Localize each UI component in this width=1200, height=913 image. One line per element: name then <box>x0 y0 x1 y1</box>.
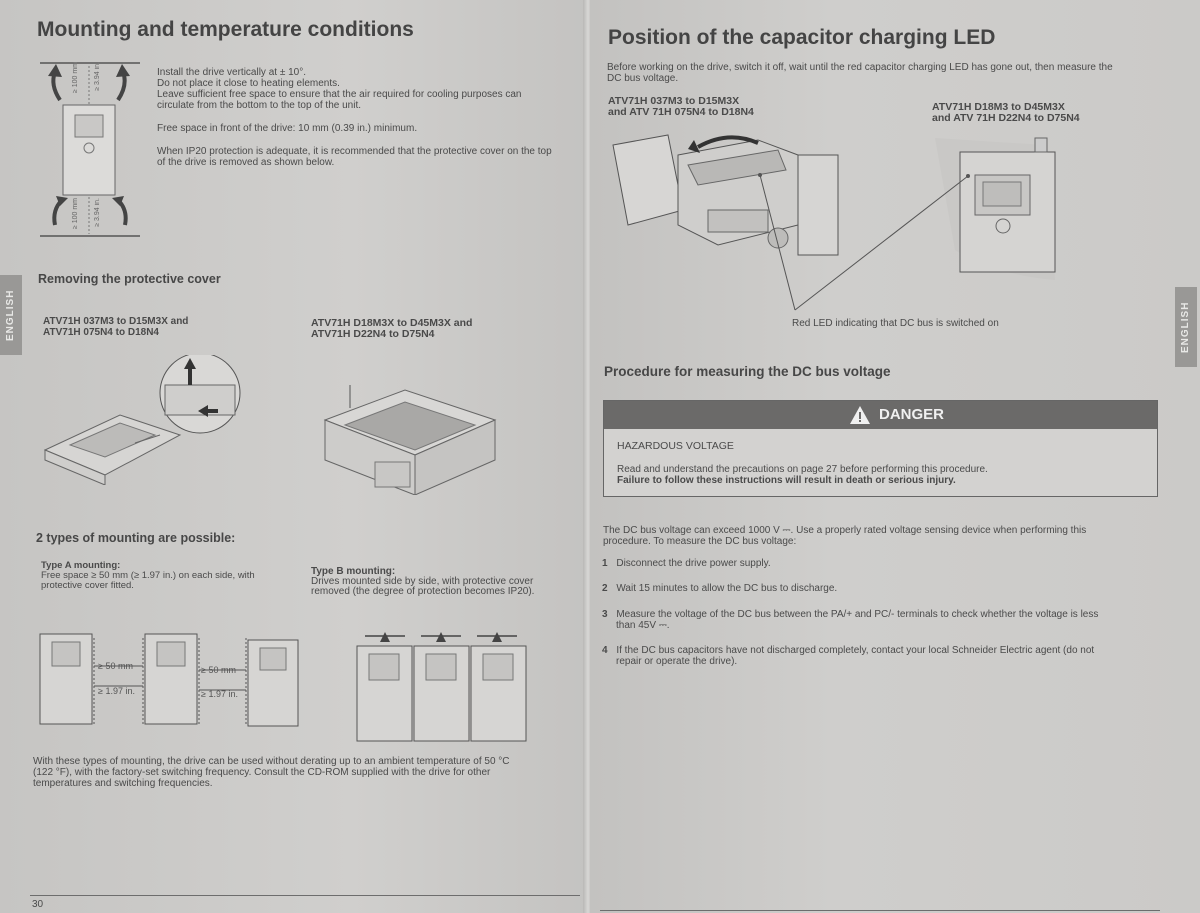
step-3: 3 Measure the voltage of the DC bus betw… <box>602 609 1162 631</box>
step-text-cont: repair or operate the drive). <box>616 656 738 667</box>
clearance-bottom-in: ≥ 3.94 in. <box>94 198 101 227</box>
step-number: 2 <box>602 583 608 594</box>
install-line-4: circulate from the bottom to the top of … <box>157 100 361 111</box>
mounting-types-heading: 2 types of mounting are possible: <box>36 531 236 545</box>
type-a-line-2: protective cover fitted. <box>41 580 134 591</box>
remove-cover-large-illustration <box>323 385 497 495</box>
dc-bus-intro-line-2: procedure. To measure the DC bus voltage… <box>603 536 797 547</box>
type-b-title: Type B mounting: <box>311 566 396 577</box>
led-pointer-lines <box>758 173 970 311</box>
derating-line-3: temperatures and switching frequencies. <box>33 778 213 789</box>
clearance-top-mm: ≥ 100 mm <box>72 62 79 94</box>
left-footer-rule <box>30 895 580 896</box>
led-model-right-2: and ATV 71H D22N4 to D75N4 <box>932 112 1080 124</box>
install-line-3: Leave sufficient free space to ensure th… <box>157 89 522 100</box>
type-a-gap-mm-1: ≥ 50 mm <box>98 661 133 671</box>
led-model-right-1: ATV71H D18M3 to D45M3X <box>932 101 1065 113</box>
right-intro-line-1: Before working on the drive, switch it o… <box>607 62 1113 73</box>
derating-line-1: With these types of mounting, the drive … <box>33 756 510 767</box>
step-text-cont: than 45V ⎓. <box>616 620 670 631</box>
right-intro-line-2: DC bus voltage. <box>607 73 679 84</box>
free-space-text: Free space in front of the drive: 10 mm … <box>157 123 418 134</box>
warning-triangle-icon <box>850 406 870 424</box>
led-model-left: ATV71H 037M3 to D15M3X and ATV 71H 075N4… <box>608 96 754 118</box>
hazard-line-2: Failure to follow these instructions wil… <box>617 475 956 486</box>
remove-model-right-1: ATV71H D18M3X to D45M3X and <box>311 317 473 329</box>
install-instructions: Install the drive vertically at ± 10°. D… <box>157 67 585 111</box>
clearance-bottom-mm: ≥ 100 mm <box>72 198 79 230</box>
clearance-diagram <box>40 62 140 237</box>
led-caption: Red LED indicating that DC bus is switch… <box>792 318 999 329</box>
right-footer-rule <box>600 910 1160 911</box>
step-number: 4 <box>602 645 608 656</box>
remove-model-left: ATV71H 037M3 to D15M3X and ATV71H 075N4 … <box>43 316 188 338</box>
right-intro: Before working on the drive, switch it o… <box>607 62 1167 84</box>
right-page: Position of the capacitor charging LED B… <box>590 0 1200 913</box>
danger-callout: DANGER HAZARDOUS VOLTAGE Read and unders… <box>603 400 1158 497</box>
type-b-line-2: removed (the degree of protection become… <box>311 586 535 597</box>
left-page-title: Mounting and temperature conditions <box>37 18 414 41</box>
step-1: 1 Disconnect the drive power supply. <box>602 558 771 569</box>
step-text: Wait 15 minutes to allow the DC bus to d… <box>616 583 838 594</box>
type-b-line-1: Drives mounted side by side, with protec… <box>311 576 534 587</box>
removing-cover-heading: Removing the protective cover <box>38 272 221 286</box>
book-spine <box>583 0 593 913</box>
step-number: 3 <box>602 609 608 620</box>
procedure-heading: Procedure for measuring the DC bus volta… <box>604 364 891 379</box>
step-number: 1 <box>602 558 608 569</box>
hazard-line-1: Read and understand the precautions on p… <box>617 464 988 475</box>
left-page: Mounting and temperature conditions ≥ 10… <box>0 0 588 913</box>
danger-bar: DANGER <box>604 401 1157 429</box>
dc-bus-intro-line-1: The DC bus voltage can exceed 1000 V ⎓. … <box>603 525 1087 536</box>
ip20-line-2: of the drive is removed as shown below. <box>157 157 335 168</box>
led-model-left-2: and ATV 71H 075N4 to D18N4 <box>608 106 754 118</box>
derating-text: With these types of mounting, the drive … <box>33 756 581 789</box>
type-a-gap-mm-2: ≥ 50 mm <box>201 665 236 675</box>
page-number: 30 <box>32 899 44 910</box>
remove-model-right-2: ATV71H D22N4 to D75N4 <box>311 328 435 340</box>
dc-bus-intro: The DC bus voltage can exceed 1000 V ⎓. … <box>603 525 1163 547</box>
led-model-right: ATV71H D18M3 to D45M3X and ATV 71H D22N4… <box>932 102 1080 124</box>
type-b-mounting-diagram <box>356 632 527 742</box>
hazard-title: HAZARDOUS VOLTAGE <box>617 440 734 452</box>
remove-model-left-1: ATV71H 037M3 to D15M3X and <box>43 316 189 327</box>
type-a-description: Type A mounting: Free space ≥ 50 mm (≥ 1… <box>41 561 255 591</box>
type-a-title: Type A mounting: <box>41 560 121 571</box>
ip20-line-1: When IP20 protection is adequate, it is … <box>157 146 552 157</box>
install-line-2: Do not place it close to heating element… <box>157 78 340 89</box>
type-a-gap-in-1: ≥ 1.97 in. <box>98 686 135 696</box>
type-a-mounting-diagram <box>39 633 299 727</box>
danger-label: DANGER <box>879 406 945 423</box>
step-text: Measure the voltage of the DC bus betwee… <box>616 609 1099 620</box>
install-line-1: Install the drive vertically at ± 10°. <box>157 67 306 78</box>
type-a-line-1: Free space ≥ 50 mm (≥ 1.97 in.) on each … <box>41 570 255 581</box>
led-drive-large-illustration <box>935 137 1056 280</box>
step-text: Disconnect the drive power supply. <box>616 558 771 569</box>
step-4: 4 If the DC bus capacitors have not disc… <box>602 645 1162 667</box>
remove-cover-small-illustration <box>43 355 241 485</box>
clearance-top-in: ≥ 3.94 in. <box>94 62 101 91</box>
language-tab-left: ENGLISH <box>0 275 22 355</box>
step-2: 2 Wait 15 minutes to allow the DC bus to… <box>602 583 837 594</box>
type-b-description: Type B mounting: Drives mounted side by … <box>311 567 534 597</box>
right-page-title: Position of the capacitor charging LED <box>608 26 996 49</box>
language-tab-right: ENGLISH <box>1175 287 1197 367</box>
type-a-gap-in-2: ≥ 1.97 in. <box>201 689 238 699</box>
remove-model-left-2: ATV71H 075N4 to D18N4 <box>43 327 159 338</box>
remove-model-right: ATV71H D18M3X to D45M3X and ATV71H D22N4… <box>311 318 472 340</box>
derating-line-2: (122 °F), with the factory-set switching… <box>33 767 491 778</box>
led-drive-small-illustration <box>612 134 839 256</box>
step-text: If the DC bus capacitors have not discha… <box>616 645 1095 656</box>
ip20-text: When IP20 protection is adequate, it is … <box>157 146 585 168</box>
led-model-left-1: ATV71H 037M3 to D15M3X <box>608 95 740 107</box>
